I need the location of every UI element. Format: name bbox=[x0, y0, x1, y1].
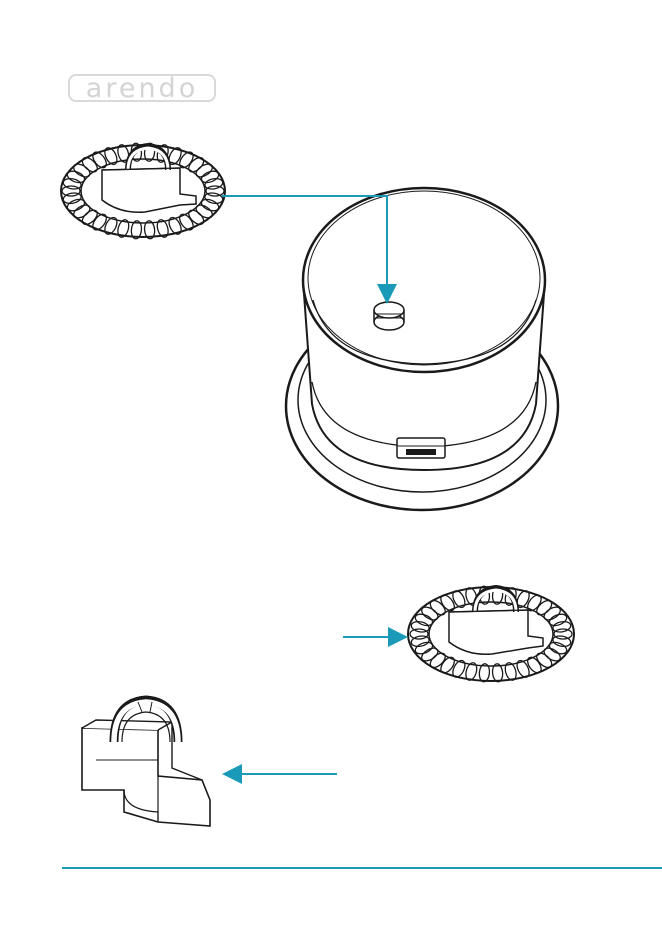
spring-coil bbox=[62, 186, 80, 196]
footer-rule bbox=[62, 867, 662, 869]
spring-coil bbox=[90, 150, 109, 170]
spring-coil bbox=[102, 146, 119, 167]
spring-coil bbox=[90, 212, 109, 232]
spring-coil bbox=[204, 177, 224, 190]
spring-coil bbox=[206, 186, 224, 196]
whisk-holder-icon bbox=[82, 700, 210, 826]
spring-coil bbox=[410, 629, 428, 639]
spring-coil bbox=[167, 216, 184, 237]
spring-coil bbox=[177, 212, 196, 232]
spring-coil bbox=[552, 620, 572, 633]
spring-coil bbox=[62, 177, 82, 190]
spring-coil bbox=[410, 620, 430, 633]
frother-jug-icon bbox=[286, 188, 558, 510]
spring-coil bbox=[177, 150, 196, 170]
spring-coil bbox=[204, 192, 224, 205]
spring-coil bbox=[552, 635, 572, 648]
whisk-spring-icon bbox=[408, 586, 574, 682]
whisk-spring-icon bbox=[61, 143, 225, 239]
spring-coil bbox=[554, 629, 572, 639]
spring-coil bbox=[102, 216, 119, 237]
